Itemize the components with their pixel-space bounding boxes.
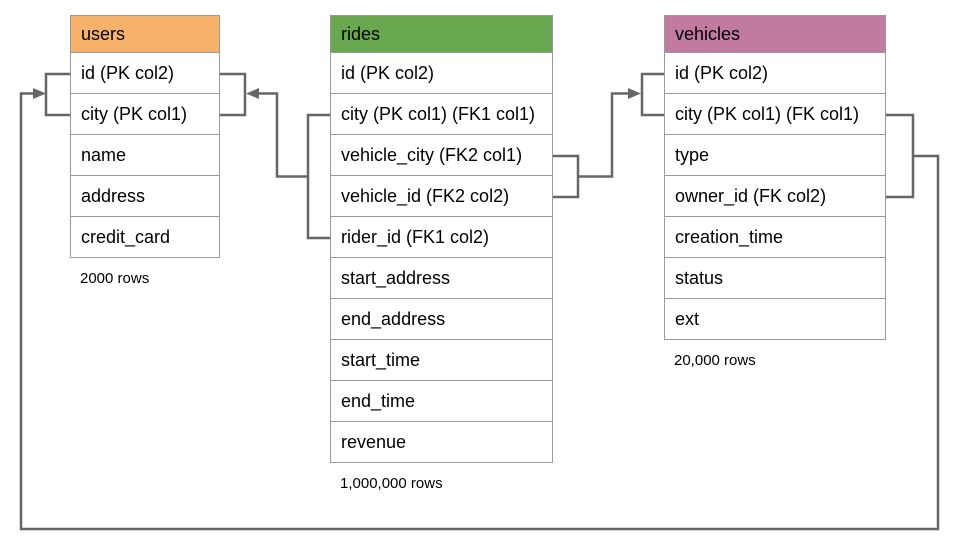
column-row-rides: vehicle_id (FK2 col2) <box>330 176 553 217</box>
column-row-vehicles: status <box>664 258 886 299</box>
row-count-label-vehicles: 20,000 rows <box>674 352 756 369</box>
arrowhead <box>628 88 641 99</box>
column-row-rides: id (PK col2) <box>330 53 553 94</box>
column-row-rides: start_address <box>330 258 553 299</box>
column-row-rides: end_time <box>330 381 553 422</box>
row-count-label-rides: 1,000,000 rows <box>340 475 443 492</box>
column-row-vehicles: id (PK col2) <box>664 53 886 94</box>
column-row-vehicles: type <box>664 135 886 176</box>
vehicles-pk-bracket-left <box>640 72 664 117</box>
column-row-vehicles: owner_id (FK col2) <box>664 176 886 217</box>
rides-fk1-bracket <box>306 113 330 240</box>
connector-line <box>578 92 629 178</box>
column-row-rides: start_time <box>330 340 553 381</box>
arrowhead <box>246 88 259 99</box>
column-row-users: name <box>70 135 220 176</box>
relationship-rides-to-vehicles <box>553 72 664 199</box>
table-header-vehicles: vehicles <box>664 15 886 53</box>
connector-line <box>19 92 940 531</box>
column-row-rides: rider_id (FK1 col2) <box>330 217 553 258</box>
connector-line <box>259 92 308 178</box>
relationship-rides-to-users <box>220 72 330 240</box>
vehicles-fk-bracket <box>886 113 915 199</box>
rides-fk2-bracket <box>553 154 580 199</box>
column-row-users: address <box>70 176 220 217</box>
table-header-users: users <box>70 15 220 53</box>
column-row-users: id (PK col2) <box>70 53 220 94</box>
column-row-rides: city (PK col1) (FK1 col1) <box>330 94 553 135</box>
arrowhead <box>33 88 46 99</box>
column-row-rides: vehicle_city (FK2 col1) <box>330 135 553 176</box>
table-header-rides: rides <box>330 15 553 53</box>
users-pk-bracket-left <box>44 72 70 117</box>
users-pk-bracket-right <box>220 72 247 117</box>
column-row-vehicles: ext <box>664 299 886 340</box>
column-row-users: credit_card <box>70 217 220 258</box>
column-row-vehicles: city (PK col1) (FK col1) <box>664 94 886 135</box>
column-row-users: city (PK col1) <box>70 94 220 135</box>
row-count-label-users: 2000 rows <box>80 270 150 287</box>
column-row-rides: revenue <box>330 422 553 463</box>
column-row-vehicles: creation_time <box>664 217 886 258</box>
column-row-rides: end_address <box>330 299 553 340</box>
relationship-vehicles-to-users <box>19 72 940 531</box>
